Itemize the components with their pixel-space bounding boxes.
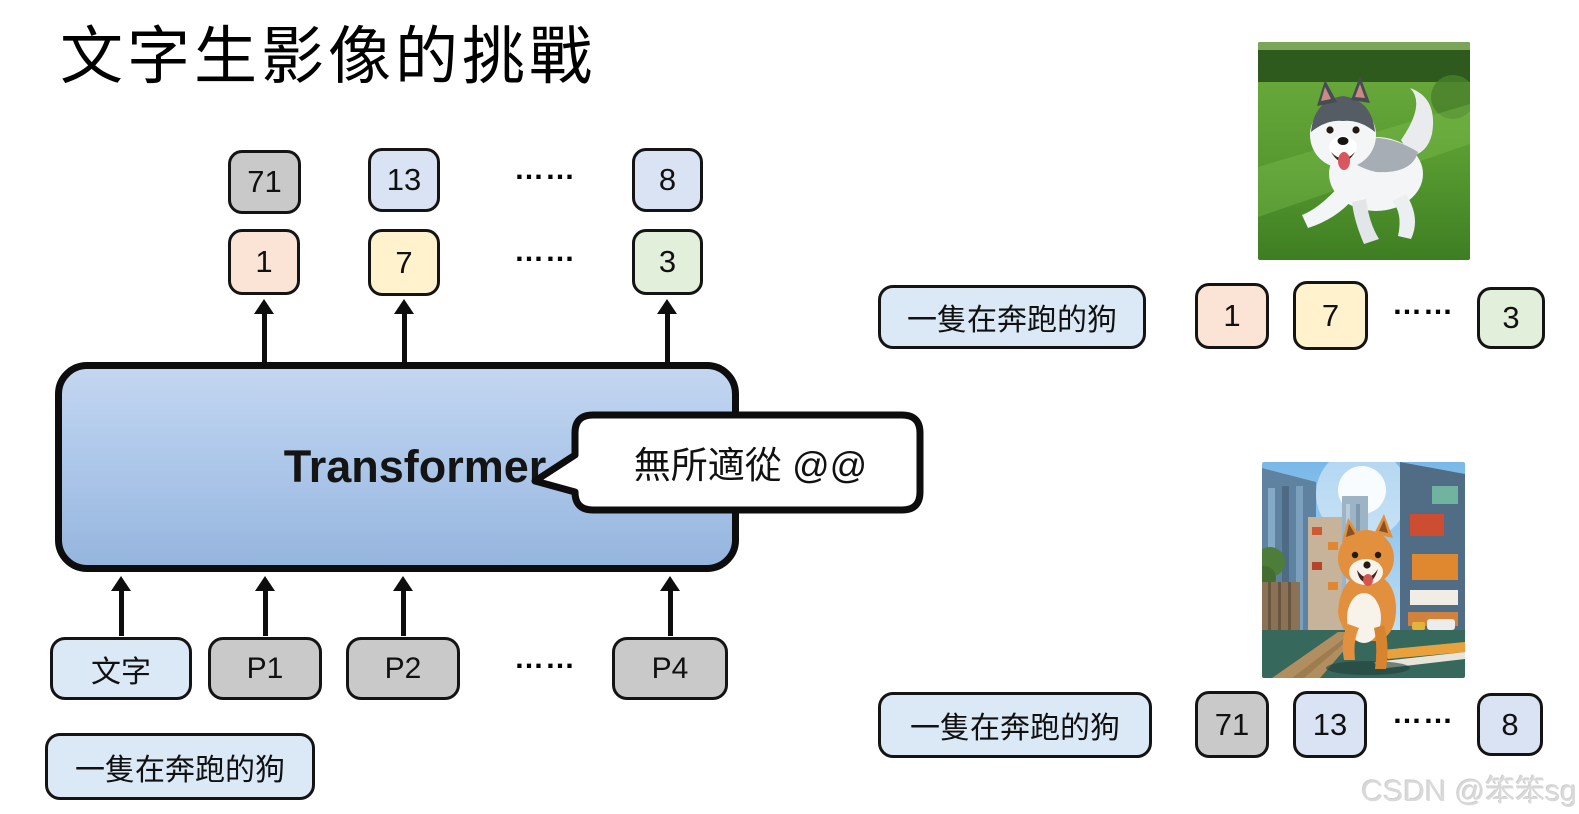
input-box-p1: P1 — [208, 637, 322, 700]
prompt-label: 一隻在奔跑的狗 — [45, 733, 315, 800]
ellipsis-dots: …… — [514, 641, 576, 675]
husky-photo — [1258, 42, 1470, 260]
token-box-71: 71 — [228, 150, 301, 214]
transformer-label: Transformer — [283, 441, 547, 492]
token-box-3: 3 — [632, 229, 703, 295]
example2-token-71: 71 — [1195, 691, 1269, 758]
example2-token-8: 8 — [1477, 693, 1543, 756]
example1-token-1: 1 — [1195, 283, 1269, 349]
ellipsis-dots: …… — [1392, 696, 1454, 730]
ellipsis-dots: …… — [514, 152, 576, 186]
example2-caption: 一隻在奔跑的狗 — [878, 692, 1152, 758]
watermark: CSDN @笨笨sg — [1361, 775, 1577, 808]
example1-token-7: 7 — [1293, 281, 1368, 350]
token-box-7: 7 — [368, 229, 440, 296]
token-box-13: 13 — [368, 148, 440, 212]
example1-token-3: 3 — [1477, 287, 1545, 349]
shiba-photo — [1262, 462, 1465, 678]
crosswalk-stripe — [1382, 642, 1465, 659]
example1-caption: 一隻在奔跑的狗 — [878, 285, 1146, 349]
input-box-p2: P2 — [346, 637, 460, 700]
husky-dog — [1302, 76, 1434, 244]
taxi — [1412, 622, 1425, 630]
token-box-1: 1 — [228, 229, 300, 295]
speech-bubble — [531, 411, 924, 514]
ellipsis-dots: …… — [1392, 287, 1454, 321]
ellipsis-dots: …… — [514, 234, 576, 268]
input-box-p4: P4 — [612, 637, 728, 700]
shiba-dog — [1338, 514, 1397, 669]
input-box-text: 文字 — [50, 637, 192, 700]
token-box-8: 8 — [632, 148, 703, 212]
speech-bubble-text: 無所適從 @@ — [633, 445, 868, 486]
car — [1427, 619, 1455, 630]
page-title: 文字生影像的挑戰 — [60, 22, 596, 92]
example2-token-13: 13 — [1293, 691, 1367, 758]
